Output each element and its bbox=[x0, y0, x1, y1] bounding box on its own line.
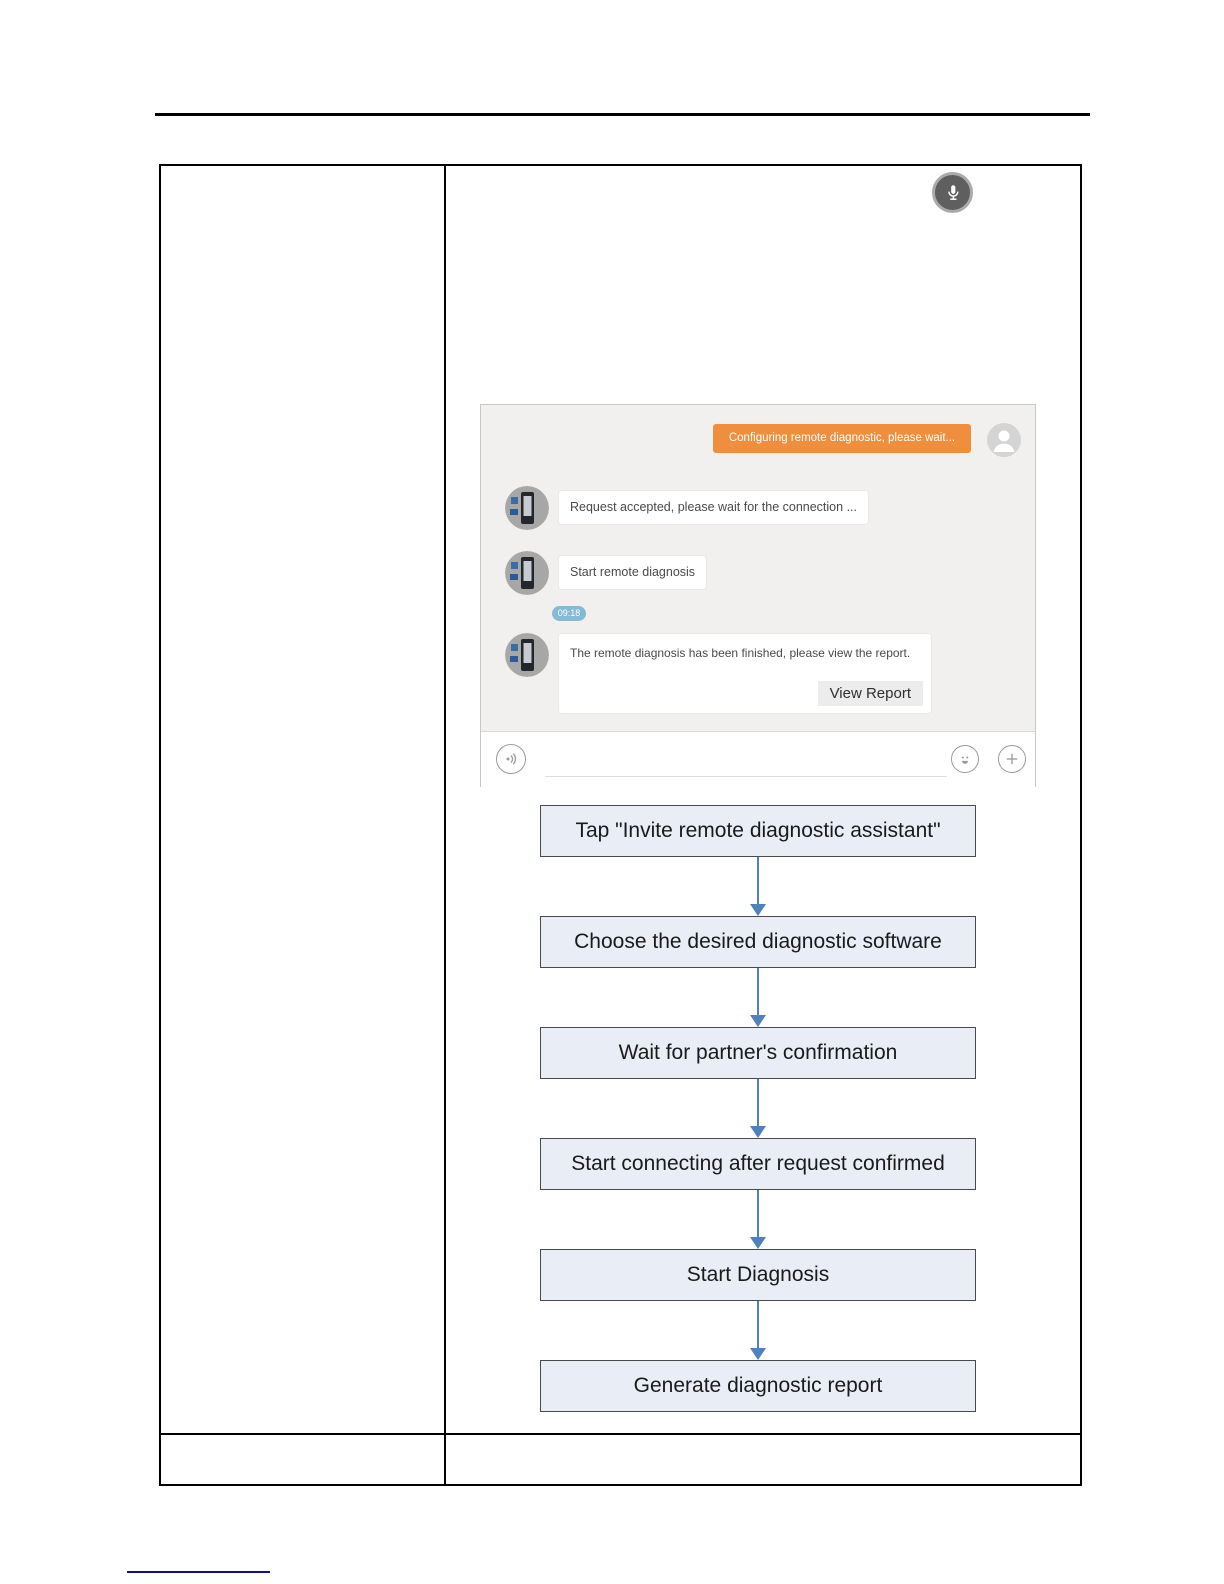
flow-step-5: Start Diagnosis bbox=[540, 1249, 976, 1301]
smiley-glyph bbox=[961, 756, 969, 764]
voice-wave-glyph bbox=[506, 753, 517, 765]
partner-avatar bbox=[505, 486, 549, 530]
outgoing-message-bubble: Configuring remote diagnostic, please wa… bbox=[713, 424, 971, 453]
incoming-message-bubble: The remote diagnosis has been finished, … bbox=[559, 634, 931, 713]
plus-icon[interactable] bbox=[998, 745, 1026, 773]
message-input[interactable] bbox=[545, 776, 947, 777]
flow-step-4: Start connecting after request confirmed bbox=[540, 1138, 976, 1190]
message-row: Request accepted, please wait for the co… bbox=[505, 486, 868, 530]
outgoing-message-text: Configuring remote diagnostic, please wa… bbox=[728, 432, 956, 444]
flow-arrow-down bbox=[540, 1079, 976, 1138]
table-column-divider bbox=[444, 164, 446, 1486]
smiley-icon[interactable] bbox=[951, 745, 979, 773]
header-rule bbox=[155, 113, 1090, 116]
partner-avatar bbox=[505, 551, 549, 595]
message-row: Start remote diagnosis bbox=[505, 551, 707, 595]
user-avatar bbox=[987, 423, 1021, 457]
partner-avatar-image bbox=[505, 486, 549, 530]
final-message-text: The remote diagnosis has been finished, … bbox=[570, 646, 911, 660]
flow-step-2: Choose the desired diagnostic software bbox=[540, 916, 976, 968]
flowchart: Tap "Invite remote diagnostic assistant"… bbox=[540, 805, 976, 1412]
bubble-tail bbox=[970, 430, 971, 440]
flow-step-3: Wait for partner's confirmation bbox=[540, 1027, 976, 1079]
flow-step-1: Tap "Invite remote diagnostic assistant" bbox=[540, 805, 976, 857]
flow-arrow-down bbox=[540, 968, 976, 1027]
flow-arrow-down bbox=[540, 857, 976, 916]
chat-screenshot: Configuring remote diagnostic, please wa… bbox=[480, 404, 1036, 787]
table-row-divider bbox=[159, 1433, 1082, 1435]
timestamp-badge: 09:18 bbox=[552, 606, 586, 621]
chat-input-bar bbox=[481, 731, 1035, 787]
table-border bbox=[159, 164, 1082, 1486]
microphone-glyph bbox=[947, 184, 959, 200]
person-icon bbox=[993, 430, 1015, 452]
view-report-button[interactable]: View Report bbox=[817, 681, 923, 706]
incoming-message-bubble: Start remote diagnosis bbox=[559, 556, 707, 589]
microphone-icon[interactable] bbox=[932, 172, 973, 213]
message-row bbox=[505, 633, 549, 677]
flow-step-6: Generate diagnostic report bbox=[540, 1360, 976, 1412]
footnote-rule bbox=[127, 1571, 270, 1573]
flow-arrow-down bbox=[540, 1301, 976, 1360]
voice-message-icon[interactable] bbox=[496, 744, 526, 774]
partner-avatar-image bbox=[505, 633, 549, 677]
partner-avatar bbox=[505, 633, 549, 677]
flow-arrow-down bbox=[540, 1190, 976, 1249]
incoming-message-bubble: Request accepted, please wait for the co… bbox=[559, 491, 868, 524]
partner-avatar-image bbox=[505, 551, 549, 595]
plus-glyph bbox=[1006, 753, 1018, 765]
